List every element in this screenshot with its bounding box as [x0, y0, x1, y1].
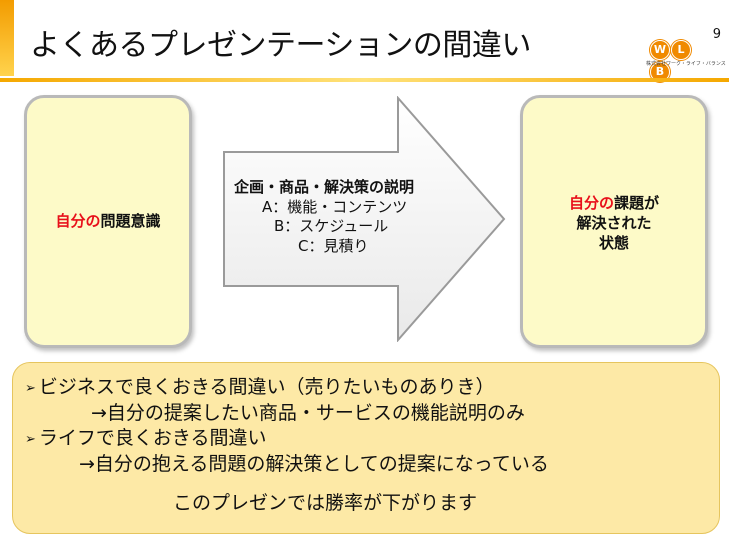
slide-title: よくあるプレゼンテーションの間違い: [30, 28, 531, 63]
arrow-heading: 企画・商品・解決策の説明: [234, 178, 415, 196]
summary-item-business: ➢ビジネスで良くおきる間違い（売りたいものありき）: [25, 375, 495, 401]
goal-line-3: 状態: [598, 234, 629, 252]
current-state-label: 自分の問題意識: [27, 211, 189, 231]
goal-line-1: 課題が: [614, 194, 660, 212]
goal-state-label: 自分の課題が 解決された 状態: [523, 193, 705, 253]
goal-state-box: 自分の課題が 解決された 状態: [520, 95, 708, 348]
summary-item-text: ライフで良くおきる間違い: [38, 427, 267, 449]
logo-letter-w: W: [650, 40, 670, 60]
summary-subitem-business: →自分の提案したい商品・サービスの機能説明のみ: [91, 402, 525, 424]
current-state-text: 問題意識: [100, 212, 161, 230]
summary-conclusion: このプレゼンでは勝率が下がります: [173, 492, 478, 514]
bullet-arrow-icon: ➢: [25, 432, 36, 447]
header-divider: [0, 78, 729, 82]
summary-item-text: ビジネスで良くおきる間違い（売りたいものありき）: [38, 376, 495, 398]
summary-item-life: ➢ライフで良くおきる間違い: [25, 426, 267, 452]
page-number: 9: [712, 27, 721, 42]
current-state-box: 自分の問題意識: [24, 95, 192, 348]
arrow-item-a: A：機能・コンテンツ: [262, 197, 408, 216]
highlight-text: 自分の: [55, 212, 101, 230]
arrow-item-b: B：スケジュール: [274, 217, 389, 235]
title-accent-bar: [0, 0, 14, 76]
arrow-item-c: C：見積り: [298, 236, 369, 255]
highlight-text: 自分の: [568, 194, 614, 212]
goal-line-2: 解決された: [576, 214, 652, 232]
logo-letter-l: L: [671, 40, 691, 60]
bullet-arrow-icon: ➢: [25, 381, 36, 396]
summary-subitem-life: →自分の抱える問題の解決策としての提案になっている: [79, 453, 549, 475]
logo-tagline: 株式会社ワーク・ライフ・バランス: [646, 61, 726, 67]
logo-letter-b: B: [650, 62, 670, 82]
process-arrow: [223, 96, 506, 342]
summary-box: ➢ビジネスで良くおきる間違い（売りたいものありき） →自分の提案したい商品・サー…: [12, 362, 720, 534]
arrow-content: 企画・商品・解決策の説明 A：機能・コンテンツ B：スケジュール C：見積り: [222, 178, 432, 256]
